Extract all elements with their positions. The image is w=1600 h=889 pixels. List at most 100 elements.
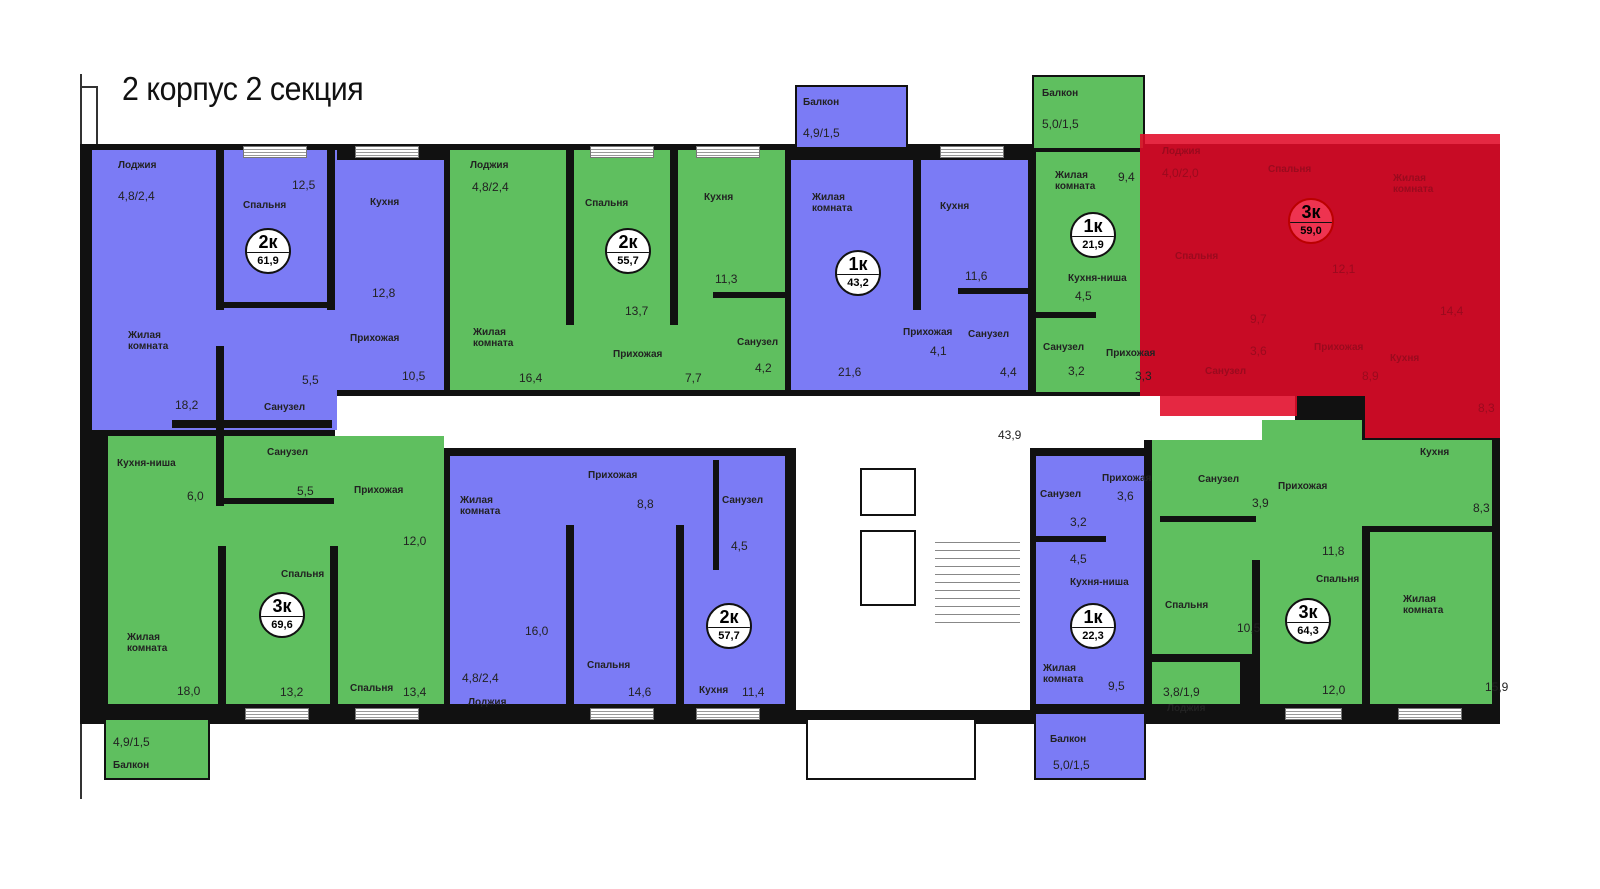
room-area: 4,4 bbox=[1000, 365, 1017, 379]
balcony-a3[interactable] bbox=[795, 85, 908, 149]
wall bbox=[1150, 654, 1240, 662]
apartment-b2[interactable] bbox=[450, 456, 785, 704]
room-name: Жилая комната bbox=[127, 632, 168, 654]
room-area: 9,5 bbox=[1108, 679, 1125, 693]
room-name: Санузел bbox=[264, 402, 306, 413]
room-area: 8,9 bbox=[1362, 369, 1379, 383]
staircase bbox=[935, 535, 1020, 630]
balcony-a4[interactable] bbox=[1032, 75, 1145, 150]
room-area: 4,5 bbox=[731, 539, 748, 553]
elevator-large bbox=[860, 530, 916, 606]
wall bbox=[713, 292, 785, 298]
room-name: Кухня bbox=[704, 192, 734, 203]
apartment-type: 2к bbox=[708, 607, 750, 628]
apartment-a4[interactable] bbox=[1036, 152, 1140, 392]
apartment-area: 61,9 bbox=[257, 255, 279, 267]
balcony-b3[interactable] bbox=[1034, 712, 1146, 780]
room-name: Лоджия bbox=[1162, 146, 1201, 157]
room-area: 3,2 bbox=[1068, 364, 1085, 378]
apartment-a3[interactable] bbox=[790, 160, 1028, 390]
corridor-area: 43,9 bbox=[998, 428, 1022, 442]
room-name: Кухня bbox=[699, 685, 729, 696]
room-area: 8,3 bbox=[1478, 401, 1495, 415]
room-name: Кухня bbox=[370, 197, 400, 208]
outline-line bbox=[80, 86, 98, 88]
room-area: 6,0 bbox=[187, 489, 204, 503]
apartment-type: 1к bbox=[837, 254, 879, 275]
room-area: 8,8 bbox=[637, 497, 654, 511]
apartment-b1[interactable] bbox=[108, 436, 444, 704]
room-area: 4,8/2,4 bbox=[462, 671, 499, 685]
apartment-a5-selected[interactable] bbox=[1140, 134, 1500, 396]
room-name: Кухня-ниша bbox=[1070, 577, 1129, 588]
room-name: Спальня bbox=[1175, 251, 1219, 262]
apartment-badge-a1[interactable]: 2к 61,9 bbox=[245, 228, 291, 274]
room-area: 4,9/1,5 bbox=[803, 126, 840, 140]
window bbox=[355, 708, 419, 720]
window bbox=[590, 708, 654, 720]
apartment-b4-hall[interactable] bbox=[1262, 420, 1362, 460]
room-name: Жилая комната bbox=[473, 327, 514, 349]
room-area: 3,6 bbox=[1117, 489, 1134, 503]
room-area: 10,5 bbox=[402, 369, 426, 383]
apartment-area: 69,6 bbox=[271, 619, 293, 631]
room-name: Прихожая bbox=[1106, 348, 1156, 359]
room-area: 8,3 bbox=[1473, 501, 1490, 515]
apartment-a5-selected[interactable] bbox=[1365, 396, 1500, 438]
room-name: Санузел bbox=[737, 337, 779, 348]
apartment-badge-b2[interactable]: 2к 57,7 bbox=[706, 603, 752, 649]
section-title: 2 корпус 2 секция bbox=[122, 70, 364, 107]
window bbox=[245, 708, 309, 720]
wall bbox=[1036, 536, 1106, 542]
room-area: 16,0 bbox=[525, 624, 549, 638]
room-name: Прихожая bbox=[613, 349, 663, 360]
room-area: 12,0 bbox=[1322, 683, 1346, 697]
room-area: 11,6 bbox=[965, 269, 988, 283]
wall bbox=[913, 150, 921, 310]
room-area: 3,8/1,9 bbox=[1163, 685, 1200, 699]
room-area: 5,5 bbox=[302, 373, 319, 387]
wall bbox=[444, 150, 450, 396]
room-area: 3,6 bbox=[1250, 344, 1267, 358]
apartment-type: 2к bbox=[607, 232, 649, 253]
wall bbox=[172, 420, 332, 428]
room-area: 14,6 bbox=[628, 685, 652, 699]
apartment-type: 3к bbox=[1287, 602, 1329, 623]
room-area: 10,5 bbox=[1237, 621, 1261, 635]
window bbox=[696, 708, 760, 720]
room-name: Санузел bbox=[1043, 342, 1085, 353]
balcony-b1[interactable] bbox=[104, 718, 210, 780]
wall bbox=[1252, 560, 1260, 710]
room-area: 16,4 bbox=[519, 371, 543, 385]
room-name: Лоджия bbox=[468, 697, 507, 708]
apartment-a5-selected[interactable] bbox=[1160, 396, 1297, 416]
apartment-b3[interactable] bbox=[1036, 456, 1144, 704]
apartment-area: 22,3 bbox=[1082, 630, 1104, 642]
room-area: 5,0/1,5 bbox=[1053, 758, 1090, 772]
apartment-type: 2к bbox=[247, 232, 289, 253]
wall bbox=[713, 460, 719, 570]
wall bbox=[1030, 150, 1036, 396]
apartment-area: 21,9 bbox=[1082, 239, 1104, 251]
wall bbox=[958, 288, 1028, 294]
room-area: 4,0/2,0 bbox=[1162, 166, 1199, 180]
room-name: Жилая комната bbox=[1055, 170, 1096, 192]
room-area: 12,8 bbox=[372, 286, 396, 300]
outline-line bbox=[96, 86, 98, 146]
room-area: 13,7 bbox=[625, 304, 649, 318]
window bbox=[940, 146, 1004, 158]
room-area: 13,2 bbox=[280, 685, 304, 699]
loggia-a1[interactable] bbox=[108, 150, 206, 210]
room-name: Прихожая bbox=[1102, 473, 1152, 484]
wall bbox=[1362, 530, 1370, 710]
room-area: 15,9 bbox=[1485, 680, 1509, 694]
room-name: Кухня bbox=[1390, 353, 1420, 364]
apartment-area: 57,7 bbox=[718, 630, 740, 642]
